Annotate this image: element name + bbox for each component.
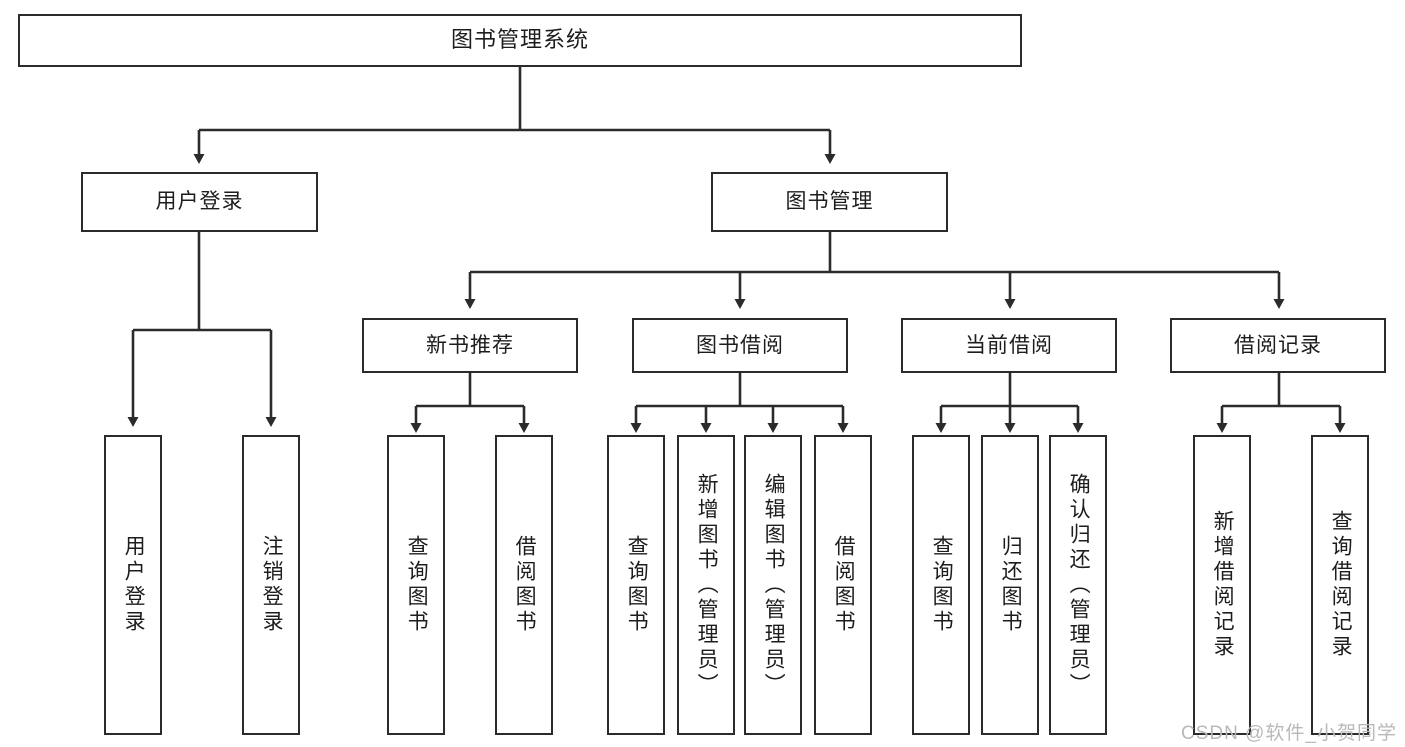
node-leaf-add-book[interactable]: 新增图书（管理员） (677, 435, 735, 735)
node-leaf-user-login-label: 用户登录 (122, 535, 146, 635)
node-book-borrow[interactable]: 图书借阅 (632, 318, 848, 373)
node-leaf-add-record[interactable]: 新增借阅记录 (1193, 435, 1251, 735)
node-book-management-label: 图书管理 (785, 190, 874, 214)
node-borrow-record-label: 借阅记录 (1234, 333, 1322, 357)
node-leaf-return-book[interactable]: 归还图书 (981, 435, 1039, 735)
node-leaf-return-book-label: 归还图书 (999, 535, 1023, 635)
node-leaf-add-book-label: 新增图书（管理员） (695, 472, 719, 698)
node-leaf-query-book-3-label: 查询图书 (930, 535, 954, 635)
node-borrow-record[interactable]: 借阅记录 (1170, 318, 1386, 373)
node-leaf-borrow-book-1-label: 借阅图书 (513, 535, 537, 635)
node-current-borrow-label: 当前借阅 (965, 333, 1053, 357)
node-leaf-edit-book[interactable]: 编辑图书（管理员） (744, 435, 802, 735)
node-leaf-edit-book-label: 编辑图书（管理员） (762, 472, 786, 698)
node-leaf-borrow-book-1[interactable]: 借阅图书 (495, 435, 553, 735)
node-new-book-recommend[interactable]: 新书推荐 (362, 318, 578, 373)
node-leaf-add-record-label: 新增借阅记录 (1211, 510, 1235, 660)
node-leaf-query-book-1-label: 查询图书 (405, 535, 429, 635)
node-leaf-user-logout-label: 注销登录 (260, 535, 284, 635)
node-leaf-user-login[interactable]: 用户登录 (104, 435, 162, 735)
node-leaf-borrow-book-2[interactable]: 借阅图书 (814, 435, 872, 735)
node-book-management[interactable]: 图书管理 (711, 172, 948, 232)
node-root[interactable]: 图书管理系统 (18, 14, 1022, 67)
node-leaf-query-book-3[interactable]: 查询图书 (912, 435, 970, 735)
node-leaf-confirm-return-label: 确认归还（管理员） (1067, 472, 1091, 698)
node-book-borrow-label: 图书借阅 (696, 333, 784, 357)
node-leaf-query-record-label: 查询借阅记录 (1329, 510, 1353, 660)
node-leaf-query-book-2[interactable]: 查询图书 (607, 435, 665, 735)
node-root-label: 图书管理系统 (450, 27, 589, 53)
node-leaf-user-logout[interactable]: 注销登录 (242, 435, 300, 735)
watermark: CSDN @软件_小贺同学 (1181, 723, 1397, 744)
node-leaf-borrow-book-2-label: 借阅图书 (832, 535, 856, 635)
node-current-borrow[interactable]: 当前借阅 (901, 318, 1117, 373)
node-user-login[interactable]: 用户登录 (81, 172, 318, 232)
node-leaf-query-book-2-label: 查询图书 (625, 535, 649, 635)
node-leaf-confirm-return[interactable]: 确认归还（管理员） (1049, 435, 1107, 735)
node-leaf-query-record[interactable]: 查询借阅记录 (1311, 435, 1369, 735)
node-new-book-recommend-label: 新书推荐 (426, 333, 514, 357)
node-leaf-query-book-1[interactable]: 查询图书 (387, 435, 445, 735)
node-user-login-label: 用户登录 (155, 190, 244, 214)
